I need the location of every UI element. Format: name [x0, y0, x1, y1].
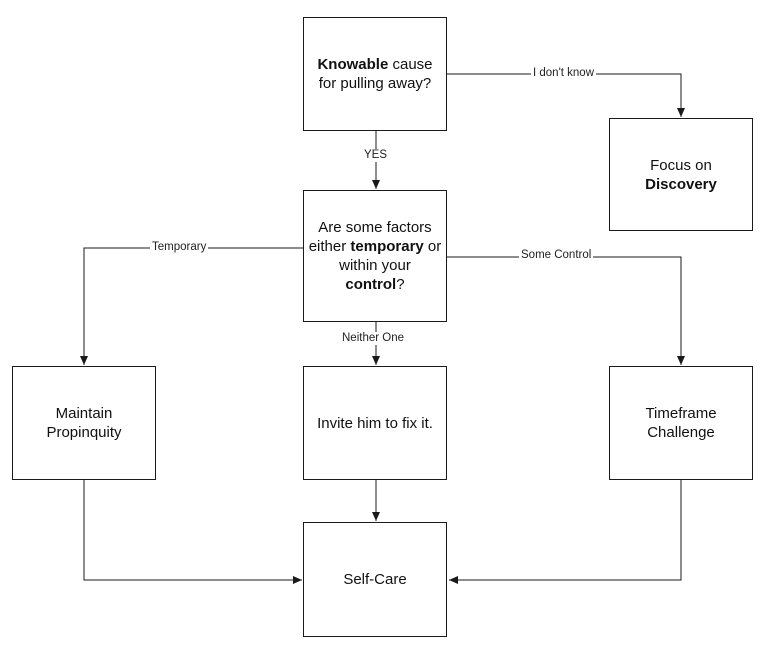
node-text-run: Are some factors [318, 219, 432, 236]
node-text-run: Challenge [647, 424, 715, 441]
node-self-care: Self-Care [303, 522, 447, 637]
node-text-run: either [308, 238, 351, 255]
node-text-run: Propinquity [46, 424, 122, 441]
node-text-run: control [345, 276, 397, 293]
node-text-run: Discovery [645, 175, 717, 193]
node-text-run: Self-Care [343, 571, 407, 588]
node-text-run: ? [396, 276, 405, 293]
label-some-control: Some Control [519, 249, 594, 262]
node-text-run: Maintain [55, 405, 113, 422]
edge-propinquity-selfcare [83, 480, 302, 584]
node-text-run: cause [388, 56, 433, 73]
node-text-run: Knowable [317, 56, 389, 73]
edge-some-control [447, 256, 685, 365]
node-knowable-cause: Knowable cause for pulling away? [303, 17, 447, 131]
edge-dont-know [447, 73, 685, 117]
node-text-run: within your [339, 257, 411, 274]
edge-timeframe-selfcare [449, 480, 682, 584]
label-neither-one: Neither One [340, 332, 407, 345]
label-i-dont-know: I don't know [531, 67, 597, 80]
node-text-run: Timeframe [645, 405, 717, 422]
edge-temporary [80, 247, 303, 365]
node-invite-fix: Invite him to fix it. [303, 366, 447, 480]
label-yes: YES [362, 149, 390, 162]
node-text-run: for pulling away? [318, 75, 432, 92]
label-temporary: Temporary [150, 241, 209, 254]
node-text-run: temporary [350, 238, 424, 255]
node-text-run: Invite him to fix it. [317, 414, 433, 432]
node-text-run: Focus on [650, 156, 712, 174]
node-text-run: or [423, 238, 442, 255]
